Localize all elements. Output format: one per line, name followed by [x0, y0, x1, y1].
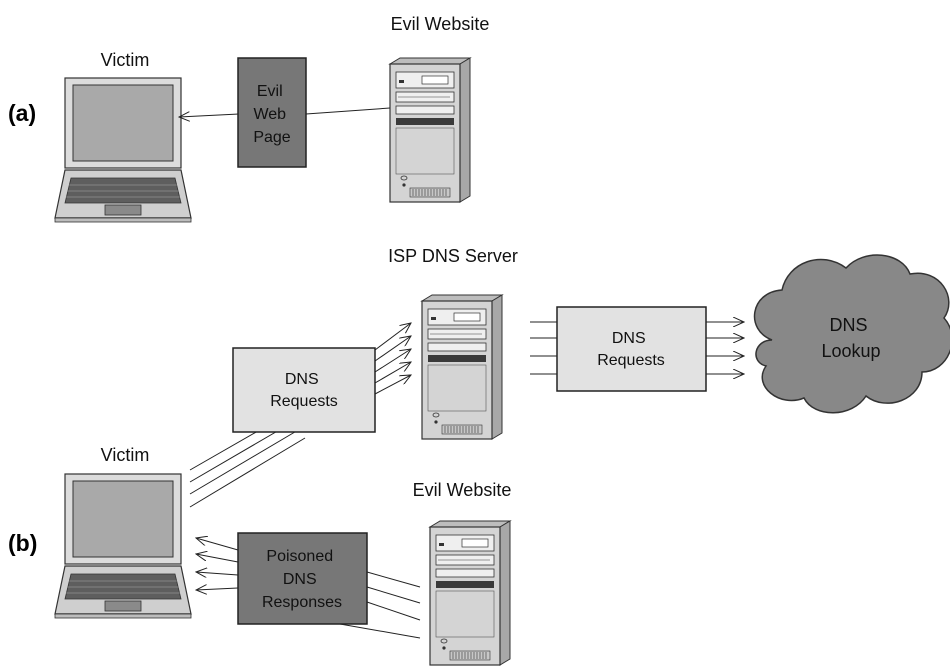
- dns-lookup-line-1: DNS: [829, 315, 867, 335]
- poisoned-dns-responses-box: [237, 532, 368, 625]
- panel-b-evil-site-label: Evil Website: [413, 480, 512, 500]
- isp-dns-server-icon: [421, 294, 503, 440]
- poisoned-line-3: Responses: [262, 594, 342, 611]
- evil-web-page-line-1: Evil: [257, 83, 283, 100]
- svg-text:Evil Web Page: Evil Web Page: [253, 83, 290, 146]
- svg-text:DNS Lookup: DNS Lookup: [821, 315, 880, 361]
- dns-lookup-line-2: Lookup: [821, 341, 880, 361]
- panel-b-marker: (b): [8, 530, 37, 556]
- svg-text:Poisoned DNS Responses: Poisoned DNS Responses: [262, 548, 342, 611]
- dns-requests2-line-2: Requests: [597, 352, 665, 369]
- svg-text:DNS Requests: DNS Requests: [597, 330, 665, 369]
- victim-laptop-b-icon: [54, 473, 192, 619]
- panel-a-victim-label: Victim: [101, 50, 150, 70]
- panel-b-victim-label: Victim: [101, 445, 150, 465]
- dns-requests-line-1: DNS: [285, 371, 319, 388]
- svg-text:DNS Requests: DNS Requests: [270, 371, 338, 410]
- panel-a-evil-site-label: Evil Website: [391, 14, 490, 34]
- panel-a-marker: (a): [8, 100, 36, 126]
- evil-web-page-box: [237, 57, 307, 168]
- dns-requests2-line-1: DNS: [612, 330, 646, 347]
- isp-dns-server-label: ISP DNS Server: [388, 246, 518, 266]
- dns-lookup-cloud-icon: [753, 254, 950, 414]
- dns-requests-box-2: [556, 306, 707, 392]
- dns-requests-line-2: Requests: [270, 393, 338, 410]
- evil-web-page-line-3: Page: [253, 129, 290, 146]
- poisoned-line-2: DNS: [283, 571, 317, 588]
- poisoned-line-1: Poisoned: [266, 548, 333, 565]
- evil-web-page-line-2: Web: [253, 106, 286, 123]
- evil-server-b-icon: [429, 520, 511, 666]
- evil-server-a-icon: [389, 57, 471, 203]
- victim-laptop-a-icon: [54, 77, 192, 223]
- dns-requests-box: [232, 347, 376, 433]
